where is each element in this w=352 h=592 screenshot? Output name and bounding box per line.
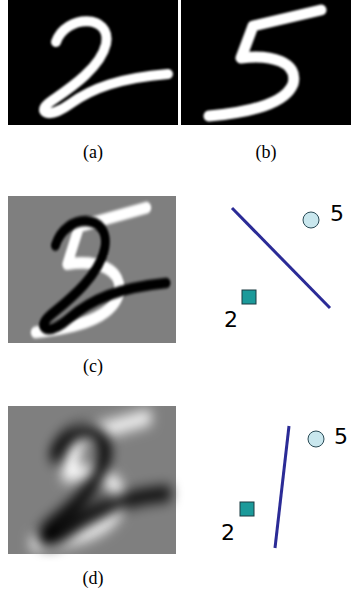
class-square [240,502,254,516]
panel-caption: (c) [83,357,103,375]
digit-stroke [44,21,168,113]
image-ground [8,406,176,554]
class-label: 2 [221,522,235,544]
digit-image [8,0,178,125]
separating-line [232,208,330,308]
difference-image [8,196,176,343]
digit-stroke [44,221,167,329]
panel-caption: (b) [256,143,277,161]
image-ground [8,0,178,125]
digit-stroke [44,431,167,540]
image-ground [181,0,351,125]
image-ground [8,196,176,343]
class-circle [303,212,319,228]
class-label: 5 [334,426,348,448]
separating-line [275,426,289,548]
digit-image [181,0,351,125]
class-label: 2 [224,309,238,331]
class-square [242,290,256,304]
panel-caption: (d) [83,569,104,587]
panel-caption: (a) [83,143,103,161]
class-label: 5 [330,203,344,225]
class-circle [308,431,324,447]
digit-stroke [209,10,321,116]
blurred-image [8,406,176,554]
